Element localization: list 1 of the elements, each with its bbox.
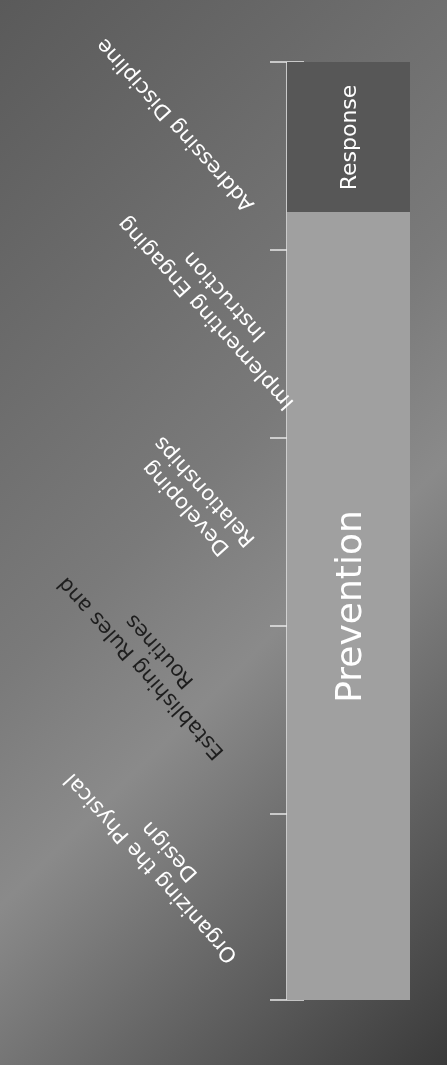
response-band: Response xyxy=(287,62,410,212)
